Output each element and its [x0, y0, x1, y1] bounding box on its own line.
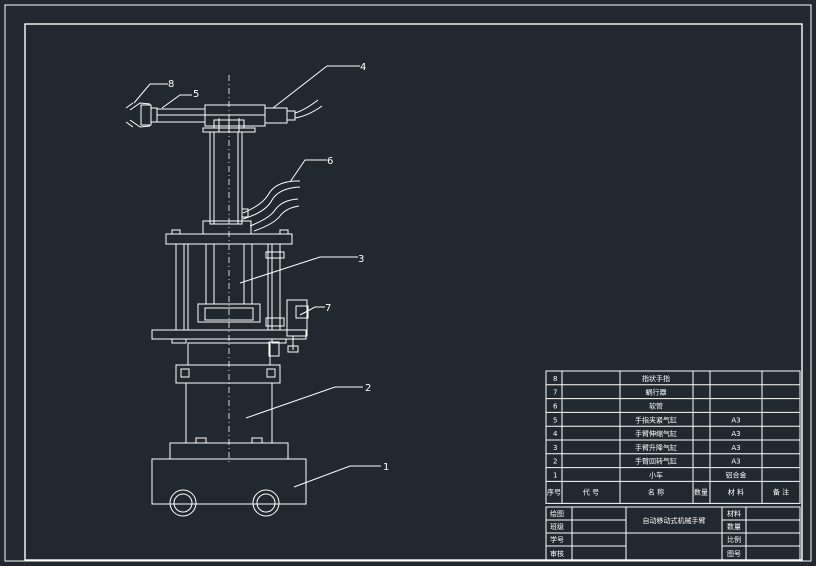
- bom-row-no: 3: [553, 444, 557, 452]
- machine-drawing: 8 5 4 6 3 7 2 1: [125, 62, 389, 517]
- rotary-cylinder: [169, 342, 289, 460]
- arm-cylinders: [156, 99, 323, 133]
- inner-frame: [24, 23, 803, 561]
- bom-row-name: 小车: [649, 471, 663, 480]
- callout-4: 4: [360, 62, 366, 73]
- bom-header-material: 材 料: [728, 487, 744, 496]
- tb-label-qty: 数量: [727, 522, 741, 531]
- bom-row-name: 蜗行器: [646, 388, 667, 397]
- bom-row-name: 手臂升降气缸: [635, 443, 677, 452]
- bom-row-name: 软管: [649, 402, 663, 411]
- hose: [241, 180, 301, 232]
- callout-5: 5: [193, 89, 199, 100]
- wheel-left: [169, 489, 197, 517]
- bom-row-no: 8: [553, 375, 557, 383]
- tb-label-class: 班级: [550, 522, 564, 531]
- tb-label-review: 审核: [550, 549, 564, 558]
- drawing-title: 自动移动式机械手臂: [643, 516, 706, 525]
- tb-label-scale: 比例: [727, 535, 741, 544]
- worm-gear: [268, 299, 309, 357]
- tb-label-drawn: 绘图: [550, 509, 564, 518]
- bom-row-material: 铝合金: [726, 471, 747, 480]
- bom-row-name: 指状手指: [642, 374, 670, 383]
- bom-header-remark: 备 注: [773, 487, 789, 496]
- callout-2: 2: [365, 383, 371, 394]
- bom-row-name: 手臂回转气缸: [635, 457, 677, 466]
- bom-row-name: 手臂伸缩气缸: [635, 429, 677, 438]
- bom-row-no: 5: [553, 416, 557, 424]
- bom-row-material: A3: [731, 430, 740, 438]
- cart: [151, 458, 307, 517]
- finger-assembly: [125, 102, 158, 128]
- bom-header-code: 代 号: [583, 487, 599, 496]
- bom-row-no: 2: [553, 458, 557, 466]
- bom-row-no: 6: [553, 403, 558, 411]
- tb-label-material: 材料: [727, 509, 741, 518]
- wheel-right: [252, 489, 280, 517]
- lift-cylinder-assembly: [151, 220, 307, 344]
- callout-3: 3: [358, 254, 364, 265]
- vertical-column: [209, 131, 243, 225]
- bom-row-name: 手指夹紧气缸: [635, 415, 677, 424]
- bom-row-material: A3: [731, 444, 740, 452]
- bom-header-no: 序号: [547, 487, 561, 496]
- callout-6: 6: [327, 156, 333, 167]
- tb-label-drawing-no: 图号: [727, 550, 741, 558]
- bom-header-name: 名 称: [648, 487, 664, 496]
- bom-row-material: A3: [731, 458, 740, 466]
- bom-row-no: 4: [553, 430, 558, 438]
- bom-row-no: 1: [553, 472, 557, 480]
- callout-1: 1: [383, 462, 389, 473]
- bom-header-qty: 数量: [694, 487, 708, 496]
- tb-label-id: 学号: [550, 535, 564, 544]
- callout-8: 8: [168, 79, 174, 90]
- leader-lines: [133, 65, 381, 488]
- bom-row-no: 7: [553, 389, 557, 397]
- outer-frame: [4, 4, 812, 562]
- bom-table: 8 指状手指 7 蜗行器 6 软管 5 手指夹紧气缸 A3 4 手臂伸缩气缸 A3 3 手臂升降气缸 A3 2…: [545, 370, 801, 504]
- title-block: 绘图 班级 学号 审核 自动移动式机械手臂 材料 数量 比例 图号: [545, 506, 801, 561]
- bom-row-material: A3: [731, 416, 740, 424]
- callout-7: 7: [325, 303, 331, 314]
